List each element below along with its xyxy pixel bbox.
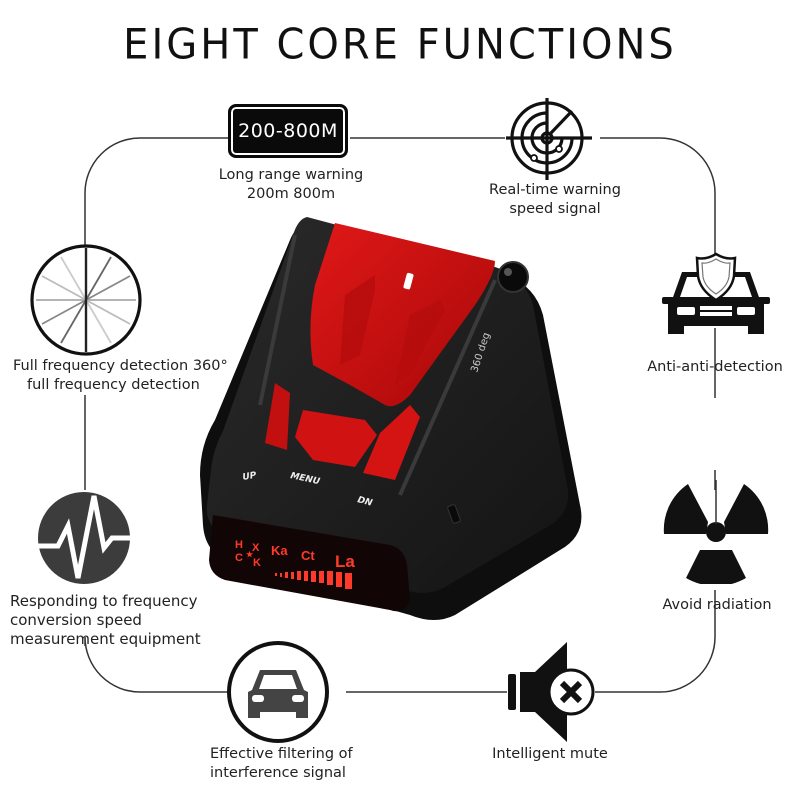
feature-radiation-label: Avoid radiation <box>662 597 772 613</box>
page-title: EIGHT CORE FUNCTIONS <box>123 20 677 70</box>
speaker-mute-icon <box>508 642 595 742</box>
feature-long-range-label: Long range warning 200m 800m <box>218 167 364 202</box>
lcd-display: H X Ka Ct La C ★ K <box>235 539 355 571</box>
feature-anti-detection-label: Anti-anti-detection <box>647 359 783 375</box>
svg-text:C: C <box>235 552 243 564</box>
feature-mute-label: Intelligent mute <box>492 746 608 762</box>
svg-text:La: La <box>335 552 355 571</box>
dn-button-label: DN <box>356 495 374 509</box>
up-button-label: UP <box>242 471 258 483</box>
svg-text:H: H <box>235 539 243 551</box>
range-badge-text: 200-800M <box>238 120 338 142</box>
compass-dial-icon <box>30 244 142 356</box>
svg-text:★: ★ <box>246 550 254 559</box>
signal-strength-bars <box>275 571 352 589</box>
radar-detector-device: UP MENU DN 360 deg H X Ka Ct La C ★ K <box>200 217 582 620</box>
feature-filtering-label: Effective filtering of interference sign… <box>210 746 353 781</box>
waveform-icon <box>36 492 132 584</box>
car-shield-icon <box>662 252 770 334</box>
feature-frequency-conversion-label: Responding to frequency conversion speed… <box>10 592 201 648</box>
svg-text:X: X <box>252 542 260 554</box>
feature-real-time-label: Real-time warning speed signal <box>489 182 621 217</box>
feature-full-frequency-label: Full frequency detection 360° full frequ… <box>13 358 228 393</box>
svg-text:K: K <box>253 557 261 569</box>
radar-icon <box>506 98 592 180</box>
svg-text:Ka: Ka <box>271 543 288 558</box>
svg-text:Ct: Ct <box>301 548 315 563</box>
car-circle-icon <box>227 641 329 743</box>
radiation-icon <box>663 480 769 584</box>
range-badge-icon: 200-800M <box>228 104 348 158</box>
